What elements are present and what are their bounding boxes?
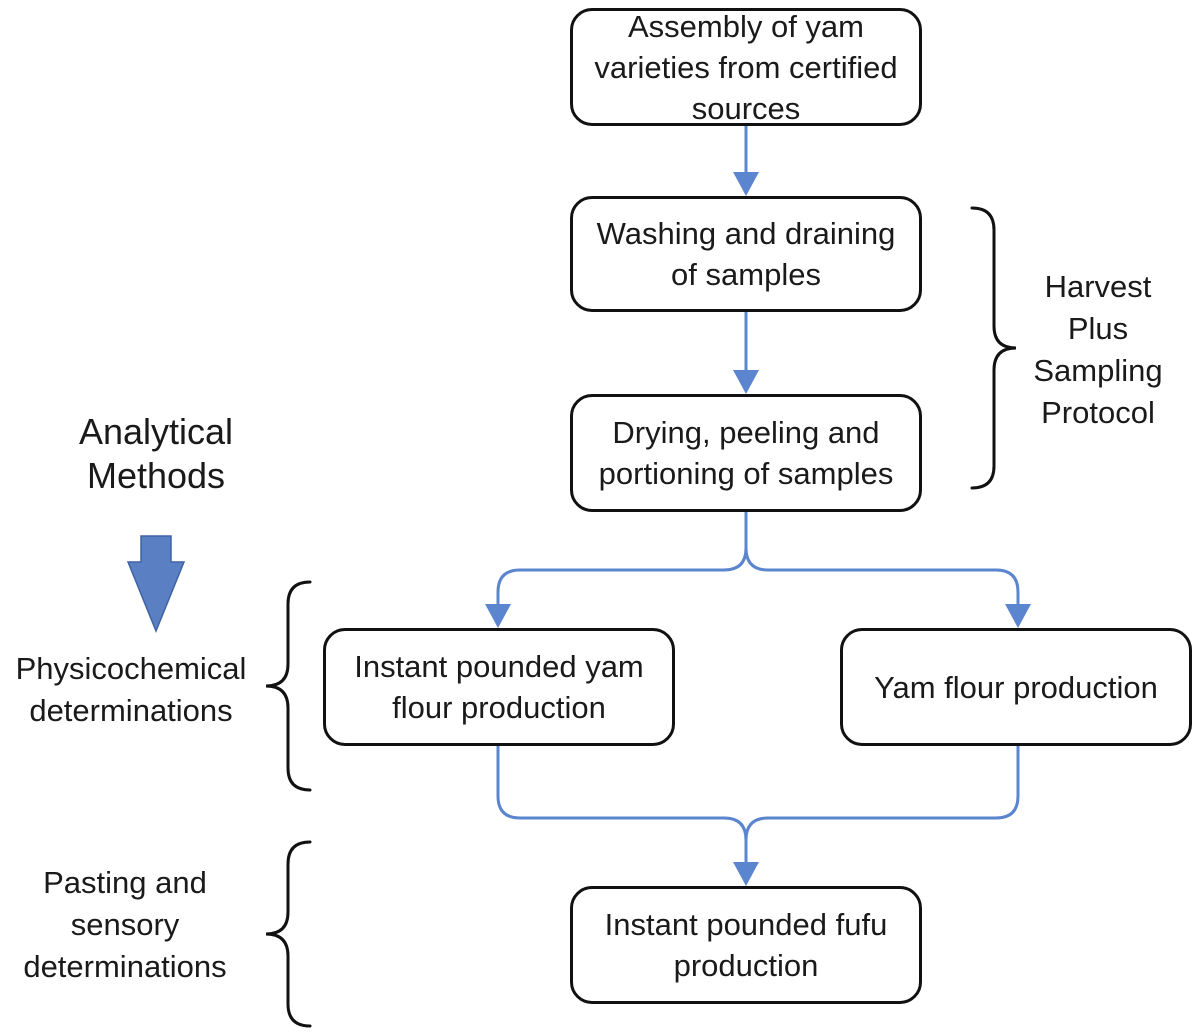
step-washing-label: Washing and draining of samples	[596, 216, 896, 292]
arrowhead-drying	[733, 370, 759, 394]
arrow-instant-flour-merge	[496, 746, 748, 866]
analytical-methods-arrow	[126, 535, 186, 633]
step-assembly-label: Assembly of yam varieties from certified…	[594, 8, 898, 126]
arrowhead-washing	[733, 172, 759, 196]
arrowhead-fufu	[733, 862, 759, 886]
step-drying: Drying, peeling and portioning of sample…	[570, 394, 922, 512]
arrowhead-yam-flour	[1005, 604, 1031, 628]
brace-physicochemical	[265, 580, 312, 792]
brace-pasting-sensory	[265, 840, 312, 1028]
arrowhead-instant-flour	[485, 604, 511, 628]
arrow-drying-split	[496, 512, 748, 610]
analytical-methods-label: Analytical Methods	[78, 411, 234, 496]
step-yam-flour-label: Yam flour production	[874, 669, 1158, 705]
pasting-sensory-label: Pasting and sensory determinations	[23, 865, 227, 984]
step-washing: Washing and draining of samples	[570, 196, 922, 312]
arrow-drying-to-yamflour	[744, 547, 1020, 610]
step-assembly: Assembly of yam varieties from certified…	[570, 8, 922, 126]
arrow-yamflour-merge	[744, 746, 1020, 841]
step-instant-pounded-fufu: Instant pounded fufu production	[570, 886, 922, 1004]
step-yam-flour: Yam flour production	[840, 628, 1192, 746]
step-instant-pounded-yam-flour-label: Instant pounded yam flour production	[354, 649, 644, 725]
step-instant-pounded-fufu-label: Instant pounded fufu production	[604, 907, 888, 983]
brace-harvest-plus	[970, 206, 1017, 490]
step-drying-label: Drying, peeling and portioning of sample…	[598, 415, 894, 491]
step-instant-pounded-yam-flour: Instant pounded yam flour production	[323, 628, 675, 746]
physicochemical-label: Physicochemical determinations	[15, 651, 247, 728]
harvest-plus-label: Harvest Plus Sampling Protocol	[1033, 269, 1163, 430]
